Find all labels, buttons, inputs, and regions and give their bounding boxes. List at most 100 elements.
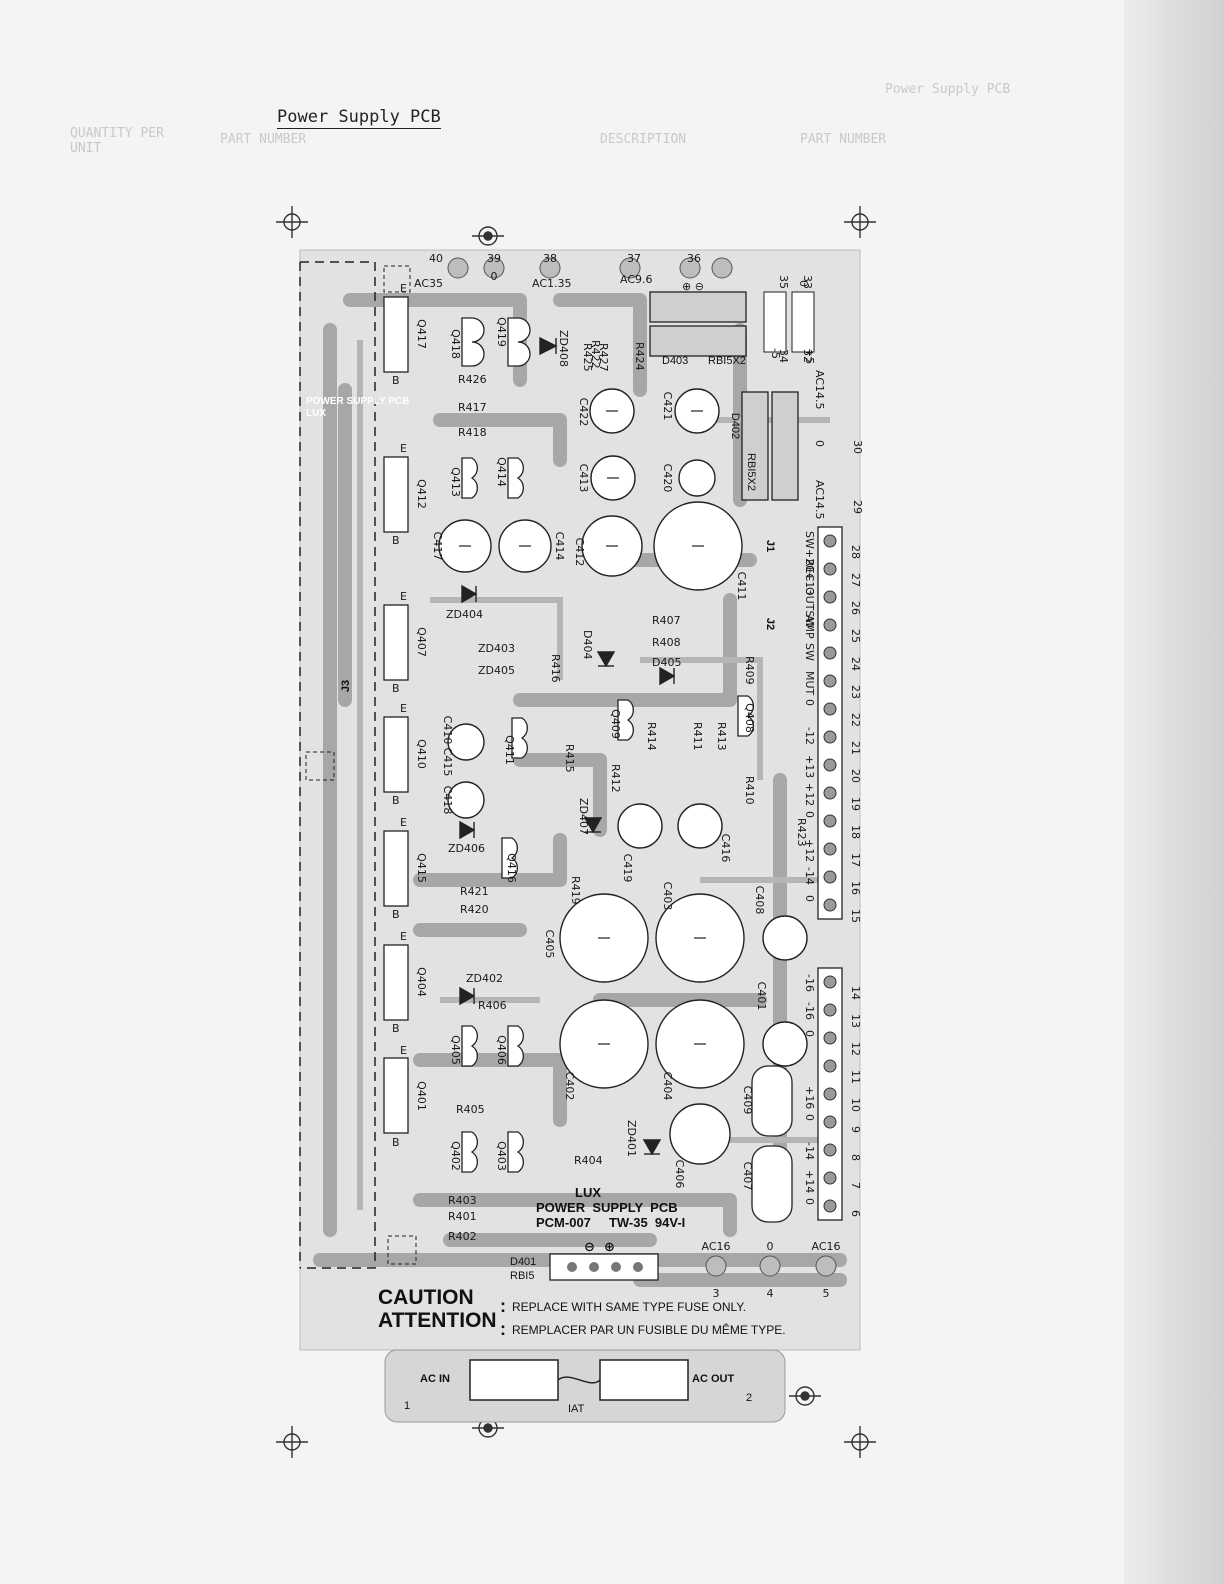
capacitor-label: C421	[661, 392, 674, 421]
top-terminal-label: +5	[803, 348, 816, 364]
connector-pin-number: 25	[849, 629, 862, 643]
connector-pin-number: 23	[849, 685, 862, 699]
terminal-1-label: 1	[404, 1400, 411, 1412]
zener-label: ZD408	[557, 330, 570, 367]
fuse-rating: IAT	[568, 1403, 585, 1415]
transistor-pin-letter: E	[400, 1044, 407, 1057]
bottom-terminal-label: AC16	[701, 1240, 730, 1253]
top-terminal-num: 36	[687, 252, 701, 265]
top-terminal-label: AC1.35	[532, 277, 572, 290]
resistor-label: R417	[458, 401, 487, 414]
small-transistor-bodies	[461, 317, 754, 1173]
right-side-label: AC14.5	[813, 370, 826, 410]
zener-label: ZD403	[478, 642, 515, 655]
capacitor-label: C415	[441, 748, 454, 777]
resistor-label: R408	[652, 636, 681, 649]
power-transistor-label: Q412	[415, 479, 428, 509]
capacitor-label: C405	[543, 930, 556, 959]
ac-in-label: AC IN	[420, 1373, 450, 1385]
connector-pin-number: 24	[849, 657, 862, 671]
top-terminal-num: 38	[543, 252, 557, 265]
connector-pin	[823, 646, 837, 660]
connector-pin	[823, 870, 837, 884]
bridge-d401-pins	[567, 1262, 643, 1272]
transistor-pin-letter: B	[392, 1022, 400, 1035]
power-transistors	[383, 296, 409, 1134]
bridge-d401-polarity: ⊖ ⊕	[584, 1240, 615, 1255]
connector-pin	[823, 1199, 837, 1213]
connector-pin	[823, 1171, 837, 1185]
board-brand: LUX	[575, 1185, 601, 1200]
connector-pin-label: 0	[803, 1198, 816, 1205]
connector-pin-label: 0	[803, 699, 816, 706]
power-transistor-label: Q415	[415, 853, 428, 883]
j3-outline	[299, 261, 376, 1269]
zener-label: ZD402	[466, 972, 503, 985]
resistor-label: R406	[478, 999, 507, 1012]
connector-pin-number: 17	[849, 853, 862, 867]
c407-body	[751, 1145, 793, 1223]
resistor-label: R416	[549, 654, 562, 683]
resistor-label: R415	[563, 744, 576, 773]
right-side-label: 30	[851, 440, 864, 454]
capacitor-label: C404	[661, 1072, 674, 1101]
fuse-clip-left	[469, 1359, 559, 1401]
connector-pin-number: 12	[849, 1042, 862, 1056]
resistor-label: R403	[448, 1194, 477, 1207]
bottom-pads	[705, 1255, 837, 1277]
resistor-label: R407	[652, 614, 681, 627]
connector-pin	[823, 590, 837, 604]
capacitor-label: C418	[441, 786, 454, 815]
connector-pin	[823, 842, 837, 856]
small-transistor-label: Q403	[495, 1141, 508, 1171]
right-connector-pins-bottom	[823, 975, 837, 1213]
connector-pin-number: 10	[849, 1098, 862, 1112]
capacitor-label: C407	[741, 1162, 754, 1191]
zener-label: ZD404	[446, 608, 483, 621]
connector-pin-label: -14	[803, 867, 816, 885]
power-transistor-label: Q417	[415, 319, 428, 349]
connector-pin-number: 21	[849, 741, 862, 755]
connector-pin-label: -16	[803, 974, 816, 992]
zener-label: ZD407	[577, 798, 590, 835]
top-terminal-label: 0	[797, 280, 810, 287]
resistor-label: R413	[715, 722, 728, 751]
bridge-rectifier-top	[649, 291, 799, 501]
connector-pin-label: -14	[803, 1142, 816, 1160]
board-code: PCM-007 TW-35 94V-I	[536, 1215, 686, 1230]
connector-pin-label: AMP	[803, 615, 816, 639]
bleed-through-col-3: PART NUMBER	[220, 132, 307, 147]
bridge-d402-ref: D402	[729, 412, 742, 440]
capacitor-label: C406	[673, 1160, 686, 1189]
connector-pin-number: 7	[849, 1182, 862, 1189]
connector-pin	[823, 562, 837, 576]
right-connector-pins-top	[823, 534, 837, 912]
capacitor-label: C419	[621, 854, 634, 883]
connector-pin-number: 26	[849, 601, 862, 615]
connector-pin-number: 6	[849, 1210, 862, 1217]
connector-pin-label: MUT	[803, 671, 816, 696]
connector-pin	[823, 1059, 837, 1073]
connector-pin-number: 15	[849, 909, 862, 923]
connector-pin-number: 11	[849, 1070, 862, 1084]
transistor-pin-letter: E	[400, 816, 407, 829]
small-transistor-label: Q406	[495, 1035, 508, 1065]
connector-pin-label: +12	[803, 839, 816, 862]
resistor-label: R424	[633, 342, 646, 371]
connector-j3-label: J3	[340, 679, 353, 693]
diode-label: D404	[581, 630, 594, 659]
connector-pin	[823, 674, 837, 688]
terminal-34-35-block	[763, 291, 787, 353]
ac-out-label: AC OUT	[692, 1373, 735, 1385]
top-terminal-label: AC9.6	[620, 273, 653, 286]
caution-word: CAUTION	[378, 1286, 474, 1309]
top-terminal-num: 34	[777, 349, 790, 363]
capacitor-label: C412	[573, 538, 586, 567]
c409-body	[751, 1065, 793, 1137]
resistor-label: R425	[581, 343, 594, 372]
top-terminal-label: 0	[491, 270, 498, 283]
connector-pin	[823, 1031, 837, 1045]
resistor-label: R419	[569, 876, 582, 905]
connector-pin-number: 14	[849, 986, 862, 1000]
